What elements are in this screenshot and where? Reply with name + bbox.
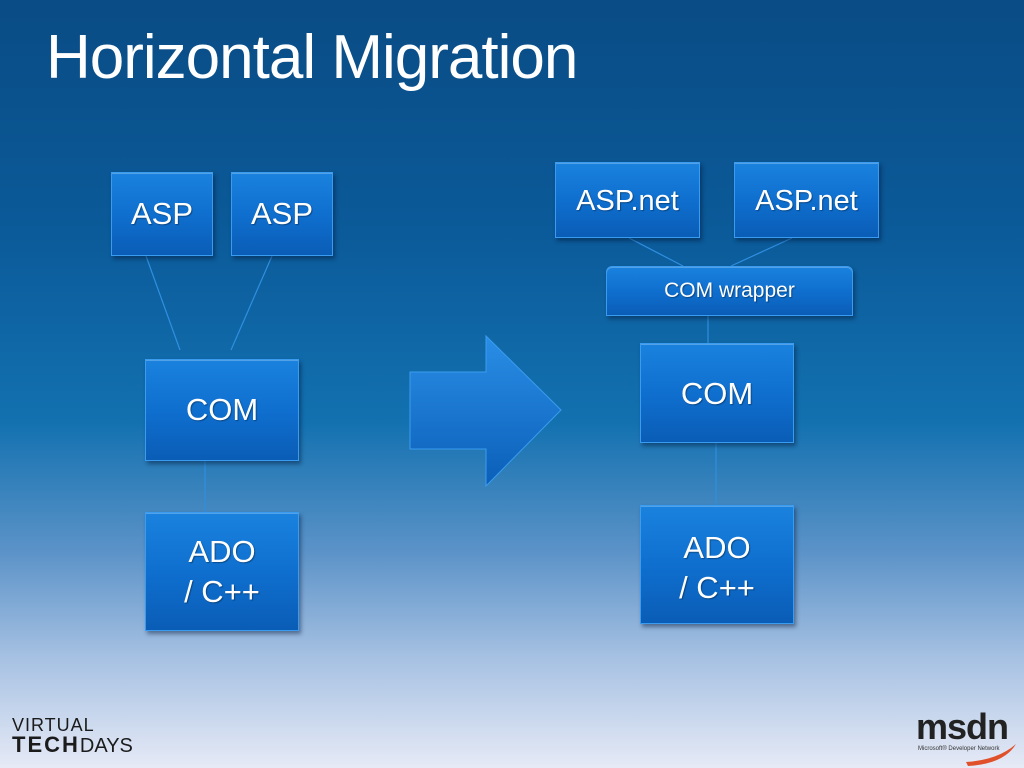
connector-aspnet2-wrapper: [730, 237, 793, 267]
asp-box-2: ASP: [231, 172, 333, 256]
aspnet-box-2: ASP.net: [734, 162, 879, 238]
aspnet-box-2-label: ASP.net: [755, 185, 858, 217]
ado-box-left: ADO / C++: [145, 512, 299, 631]
ado-box-right: ADO / C++: [640, 505, 794, 624]
slide-title: Horizontal Migration: [46, 23, 578, 92]
logo-virtual-text: VIRTUAL: [12, 715, 95, 735]
com-box-left-label: COM: [185, 392, 259, 428]
msdn-subtitle: Microsoft® Developer Network: [918, 746, 1000, 752]
msdn-wordmark: msdn: [916, 706, 1009, 747]
ado-box-left-label: ADO / C++: [184, 533, 260, 609]
ado-box-right-label: ADO / C++: [679, 530, 755, 605]
com-box-right: COM: [640, 343, 794, 443]
asp-box-2-label: ASP: [250, 196, 314, 232]
connector-asp1-com: [145, 255, 181, 351]
virtual-techdays-logo: VIRTUAL TECHDAYS: [12, 716, 133, 757]
msdn-swoosh-icon: [966, 744, 1016, 766]
logo-days-text: DAYS: [79, 735, 133, 757]
com-wrapper-box: COM wrapper: [606, 266, 853, 316]
asp-box-1: ASP: [111, 172, 213, 256]
com-box-left: COM: [145, 359, 299, 461]
asp-box-1-label: ASP: [130, 196, 194, 232]
com-box-right-label: COM: [680, 376, 754, 411]
logo-tech-text: TECH: [12, 732, 80, 757]
msdn-logo: msdn Microsoft® Developer Network: [912, 706, 1020, 766]
connector-aspnet1-wrapper: [628, 237, 684, 267]
com-wrapper-label: COM wrapper: [664, 278, 795, 302]
migration-arrow: [409, 334, 562, 488]
connector-asp2-com: [230, 255, 273, 351]
aspnet-box-1: ASP.net: [555, 162, 700, 238]
aspnet-box-1-label: ASP.net: [576, 185, 679, 217]
